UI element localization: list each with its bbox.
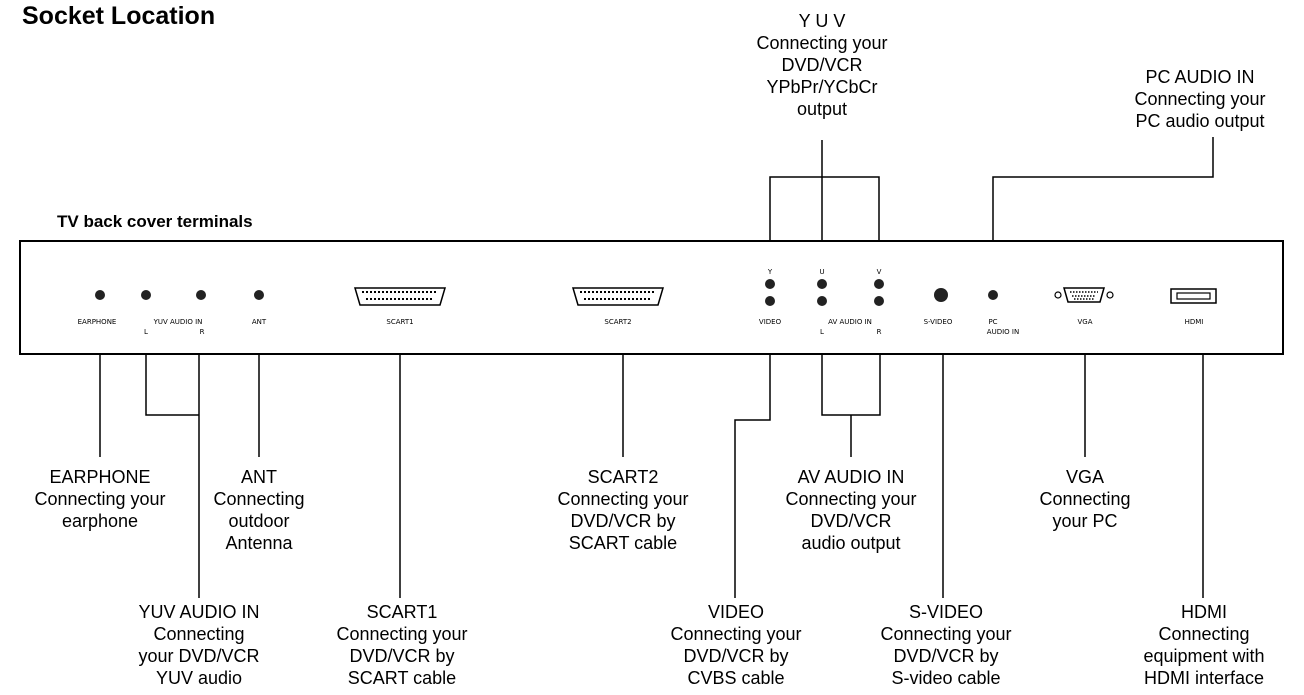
panel-label-y: Y — [767, 268, 773, 276]
s-video-jack — [934, 288, 948, 302]
yuv-audio-l-jack — [141, 290, 151, 300]
panel-label-hdmi: HDMI — [1185, 318, 1204, 326]
av-audio-leader-line — [821, 354, 881, 457]
panel-label-vga: VGA — [1077, 318, 1092, 326]
panel-label-earphone: EARPHONE — [78, 318, 117, 326]
page-title: Socket Location — [22, 2, 216, 30]
panel-label-v: V — [877, 268, 882, 276]
yuv-audio-r-jack — [196, 290, 206, 300]
panel-label-yuv-l: L — [144, 328, 148, 336]
y-jack — [765, 279, 775, 289]
yuv-audio-leader-line — [145, 354, 200, 598]
panel-label-yuv-r: R — [200, 328, 205, 336]
scart2-connector — [571, 287, 665, 306]
panel-label-u: U — [819, 268, 824, 276]
panel-label-av-l: L — [820, 328, 824, 336]
v-jack — [874, 279, 884, 289]
video-jack — [765, 296, 775, 306]
panel-label-audio-in: AUDIO IN — [987, 328, 1019, 336]
vga-connector — [1054, 287, 1114, 303]
panel-subtitle: TV back cover terminals — [57, 212, 253, 231]
panel-label-av-r: R — [877, 328, 882, 336]
panel-label-video: VIDEO — [759, 318, 782, 326]
panel-label-scart1: SCART1 — [386, 318, 413, 326]
panel-label-s-video: S-VIDEO — [924, 318, 953, 326]
earphone-jack — [95, 290, 105, 300]
panel-label-ant: ANT — [252, 318, 267, 326]
scart1-connector — [353, 287, 447, 306]
av-audio-l-jack — [817, 296, 827, 306]
pc-audio-leader-line — [992, 137, 1214, 241]
pc-audio-in-jack — [988, 290, 998, 300]
panel-label-scart2: SCART2 — [604, 318, 631, 326]
panel-label-pc: PC — [988, 318, 997, 326]
yuv-leader-line — [769, 140, 880, 241]
ant-jack — [254, 290, 264, 300]
panel-label-av-audio-in: AV AUDIO IN — [828, 318, 872, 326]
u-jack — [817, 279, 827, 289]
panel-label-yuv-audio-in: YUV AUDIO IN — [153, 318, 203, 326]
hdmi-connector — [1170, 288, 1217, 304]
av-audio-r-jack — [874, 296, 884, 306]
video-leader-line — [734, 354, 771, 598]
